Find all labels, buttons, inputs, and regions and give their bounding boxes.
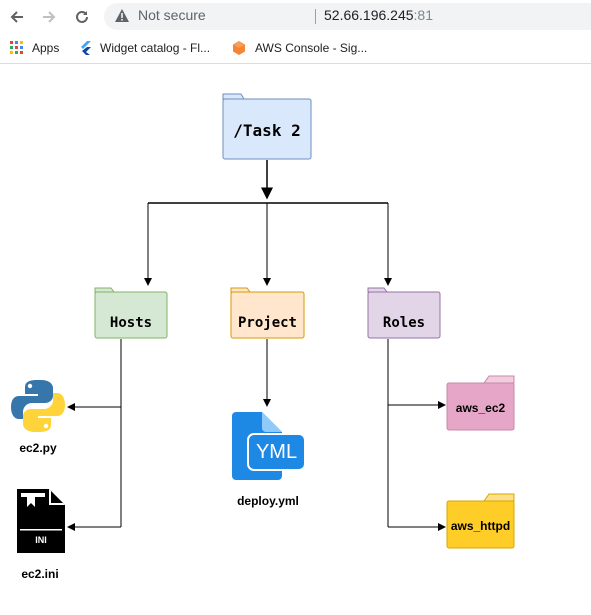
folder-label: aws_ec2 [455, 401, 506, 415]
url-port: :81 [413, 7, 433, 23]
root-folder[interactable]: /Task 2 [222, 93, 312, 160]
connector-lines [67, 160, 446, 531]
directory-diagram: /Task 2 Hosts Project Roles aws_ec2 [0, 64, 591, 615]
ini-icon-text: INI [35, 535, 47, 545]
bookmark-widget-catalog[interactable]: Widget catalog - Fl... [80, 39, 210, 57]
bookmark-apps[interactable]: Apps [10, 39, 59, 57]
aws-ec2-folder[interactable]: aws_ec2 [446, 375, 515, 431]
folder-label: aws_httpd [450, 519, 511, 533]
file-label-ec2-py: ec2.py [19, 441, 57, 455]
forward-arrow-icon [43, 11, 56, 23]
bookmark-label: Apps [32, 41, 60, 55]
folder-label: Project [237, 315, 297, 331]
file-label-ec2-ini: ec2.ini [21, 567, 59, 581]
bookmarks-bar: Apps Widget catalog - Fl... AWS Console … [0, 33, 591, 64]
folder-icon [446, 493, 515, 549]
address-separator [315, 9, 316, 24]
folder-icon [230, 287, 305, 339]
security-label[interactable]: Not secure [138, 7, 206, 23]
aws-icon [231, 40, 247, 56]
url-host: 52.66.196.245 [324, 7, 414, 23]
hosts-folder[interactable]: Hosts [94, 287, 168, 339]
file-label-deploy-yml: deploy.yml [237, 494, 299, 508]
aws-httpd-folder[interactable]: aws_httpd [446, 493, 515, 549]
roles-folder[interactable]: Roles [367, 287, 441, 339]
browser-toolbar: Not secure 52.66.196.245:81 [0, 0, 591, 33]
folder-label: Roles [382, 315, 426, 331]
folder-label: Hosts [109, 315, 153, 331]
yml-file-icon[interactable]: YML [232, 412, 305, 480]
back-arrow-icon [10, 11, 23, 23]
flutter-icon [80, 41, 92, 55]
yml-icon-text: YML [255, 441, 298, 463]
bookmark-label: Widget catalog - Fl... [100, 41, 211, 55]
forward-button[interactable] [38, 6, 60, 28]
python-icon[interactable] [10, 378, 66, 434]
folder-icon [222, 93, 312, 160]
folder-icon [446, 375, 515, 431]
folder-icon [367, 287, 441, 339]
bookmark-label: AWS Console - Sig... [255, 41, 368, 55]
back-button[interactable] [6, 6, 28, 28]
ini-file-icon[interactable]: INI [17, 489, 65, 553]
folder-label: /Task 2 [233, 121, 301, 140]
project-folder[interactable]: Project [230, 287, 305, 339]
reload-icon [76, 10, 88, 23]
bookmark-aws-console[interactable]: AWS Console - Sig... [231, 39, 367, 57]
url-text[interactable]: 52.66.196.245:81 [324, 7, 433, 23]
address-bar[interactable]: Not secure 52.66.196.245:81 [104, 3, 591, 30]
warning-icon[interactable] [114, 8, 130, 24]
apps-grid-icon [10, 41, 24, 55]
folder-icon [94, 287, 168, 339]
reload-button[interactable] [71, 6, 93, 28]
